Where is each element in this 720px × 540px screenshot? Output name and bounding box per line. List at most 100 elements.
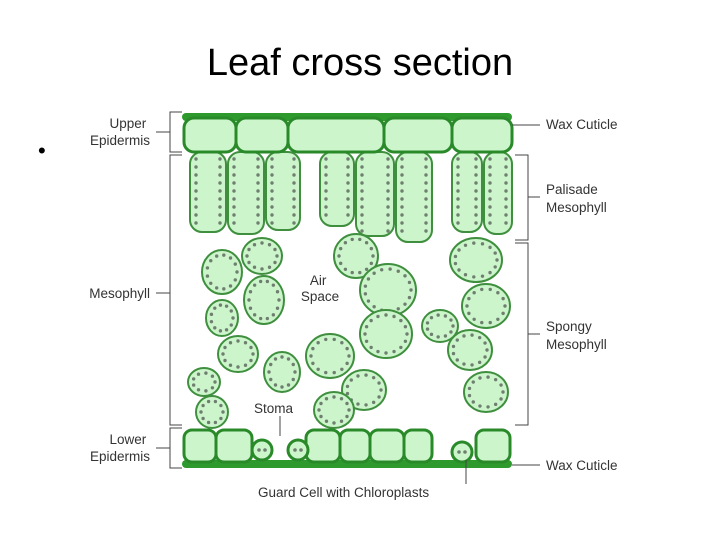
spongy-cell-chloroplast <box>316 367 320 371</box>
palisade-cell-chloroplast <box>292 221 296 225</box>
guard-cell-chloroplast <box>257 448 261 452</box>
spongy-cell-chloroplast <box>403 302 407 306</box>
lower-epidermis-cell <box>182 428 218 464</box>
spongy-cell-chloroplast <box>273 383 278 387</box>
spongy-cell-chloroplast <box>366 277 371 281</box>
spongy-cell-chloroplast <box>339 419 344 423</box>
spongy-cell-chloroplast <box>273 357 278 361</box>
spongy-cell-chloroplast <box>472 291 476 295</box>
palisade-cell-chloroplast <box>270 189 274 193</box>
spongy-cell <box>449 237 503 283</box>
spongy-cell-chloroplast <box>396 269 400 273</box>
air-space-label: Air Space <box>301 273 339 304</box>
bullet-point: • <box>38 138 46 163</box>
palisade-cell-chloroplast <box>456 173 460 177</box>
spongy-cell-chloroplast <box>293 370 297 374</box>
palisade-cell-chloroplast <box>400 157 404 161</box>
palisade-cell-chloroplast <box>346 173 350 177</box>
upper-epidermis-cell <box>286 116 386 154</box>
palisade-cell-chloroplast <box>232 157 236 161</box>
upper-epidermis-cell <box>182 116 238 154</box>
spongy-cell-chloroplast <box>463 243 468 247</box>
palisade-cell-chloroplast <box>324 165 328 169</box>
spongy-cell-chloroplast <box>213 399 218 404</box>
spongy-cell-chloroplast <box>332 370 336 375</box>
palisade-cell-chloroplast <box>256 205 260 209</box>
spongy-cell-chloroplast <box>384 313 388 317</box>
palisade-cell-chloroplast <box>424 213 428 217</box>
palisade-cell-chloroplast <box>386 157 390 161</box>
spongy-cell-chloroplast <box>228 284 233 288</box>
palisade-cell-chloroplast <box>232 197 236 201</box>
spongy-cell-chloroplast <box>229 309 233 313</box>
spongy-cell-chloroplast <box>247 298 251 302</box>
palisade-cell-chloroplast <box>360 173 364 177</box>
spongy-cell-chloroplast <box>384 351 388 355</box>
spongy-cell-chloroplast <box>317 408 321 412</box>
spongy-cell-chloroplast <box>267 265 272 269</box>
spongy-cell-chloroplast <box>210 374 215 378</box>
spongy-cell-chloroplast <box>449 330 453 334</box>
spongy-cell-chloroplast <box>501 311 505 316</box>
palisade-cell-chloroplast <box>504 221 508 225</box>
guard-cell-chloroplast <box>463 450 467 454</box>
palisade-cell-chloroplast <box>400 205 404 209</box>
palisade-cell-chloroplast <box>292 213 296 217</box>
spongy-cell-chloroplast <box>488 270 492 275</box>
palisade-cell-chloroplast <box>400 229 404 233</box>
spongy-cell-chloroplast <box>364 373 368 377</box>
spongy-mesophyll-label: Spongy Mesophyll <box>546 319 607 352</box>
spongy-cell-chloroplast <box>443 334 448 338</box>
spongy-cell-chloroplast <box>228 341 233 345</box>
spongy-cell-chloroplast <box>363 292 368 296</box>
palisade-cell-chloroplast <box>194 205 198 209</box>
palisade-cell-chloroplast <box>360 181 364 185</box>
guard-cell-chloroplast <box>263 448 267 452</box>
spongy-cell-chloroplast <box>205 274 210 278</box>
palisade-cell-chloroplast <box>488 221 492 225</box>
guard-cell-label: Guard Cell with Chloroplasts <box>258 485 429 500</box>
spongy-cell-chloroplast <box>196 372 201 376</box>
spongy-cell-chloroplast <box>291 377 295 382</box>
palisade-cell-chloroplast <box>360 229 364 233</box>
spongy-cell-chloroplast <box>488 245 492 250</box>
spongy-cell-chloroplast <box>345 414 349 419</box>
spongy-cell-chloroplast <box>493 377 498 382</box>
spongy-cell-chloroplast <box>252 283 257 287</box>
palisade-cell-chloroplast <box>292 205 296 209</box>
spongy-cell-chloroplast <box>291 362 295 367</box>
spongy-cell-chloroplast <box>358 237 362 242</box>
palisade-cell-chloroplast <box>324 157 328 161</box>
spongy-cell-chloroplast <box>269 377 273 382</box>
spongy-cell-chloroplast <box>371 375 376 380</box>
spongy-cell-chloroplast <box>338 246 343 251</box>
spongy-cell-chloroplast <box>429 315 434 320</box>
palisade-cell-chloroplast <box>474 181 478 185</box>
spongy-cell <box>241 237 283 275</box>
spongy-cell-chloroplast <box>196 388 201 392</box>
spongy-cell-chloroplast <box>251 352 255 356</box>
guard-cell <box>450 440 474 464</box>
spongy-cell-chloroplast <box>347 408 351 412</box>
palisade-cell-chloroplast <box>218 173 222 177</box>
palisade-cell-chloroplast <box>256 221 260 225</box>
palisade-cell-chloroplast <box>256 157 260 161</box>
spongy-cell-chloroplast <box>343 267 348 271</box>
palisade-cell-chloroplast <box>504 181 508 185</box>
upper-epidermis-bracket <box>169 111 182 153</box>
palisade-cell-chloroplast <box>194 181 198 185</box>
spongy-cell-chloroplast <box>364 325 369 329</box>
lower-epidermis-cell <box>304 428 342 464</box>
palisade-cell-chloroplast <box>504 157 508 161</box>
palisade-cell-chloroplast <box>386 205 390 209</box>
spongy-cell-chloroplast <box>477 360 482 365</box>
spongy-cell-chloroplast <box>228 363 233 367</box>
spongy-cell-chloroplast <box>219 416 223 421</box>
palisade-cell-chloroplast <box>488 197 492 201</box>
cells-layer <box>182 116 514 464</box>
lower-epidermis-cell <box>214 428 254 464</box>
spongy-cell-chloroplast <box>222 253 226 257</box>
palisade-cell-chloroplast <box>360 157 364 161</box>
palisade-cell-chloroplast <box>504 173 508 177</box>
